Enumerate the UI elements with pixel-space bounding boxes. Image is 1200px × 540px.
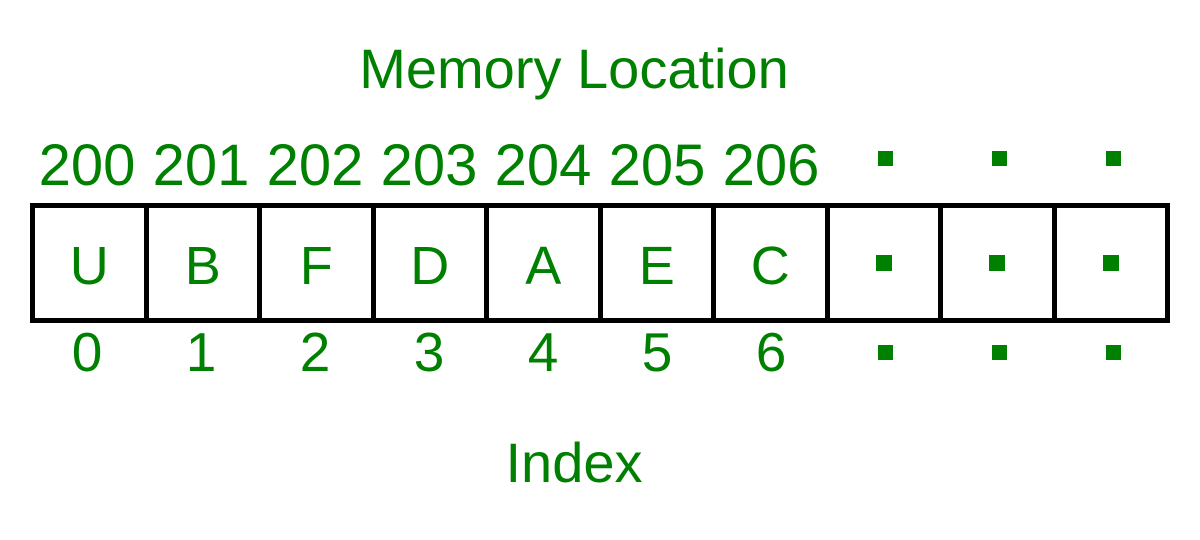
address-label: 205 (600, 137, 714, 195)
index-label: 5 (600, 321, 714, 383)
array-box: U B F D A E C (30, 203, 1170, 323)
ellipsis-dot-icon (991, 151, 1007, 166)
array-cell-ellipsis (824, 208, 939, 318)
ellipsis-dot-icon (1105, 344, 1121, 360)
address-label: 200 (30, 137, 144, 195)
cell-value: C (750, 235, 790, 296)
index-label: 3 (372, 321, 486, 383)
address-label: 202 (258, 137, 372, 195)
address-label: 206 (714, 137, 828, 195)
address-text: 201 (152, 133, 250, 198)
address-text: 202 (266, 133, 364, 198)
cell-value: B (184, 235, 221, 296)
index-ellipsis (1056, 327, 1170, 377)
address-ellipsis (1056, 137, 1170, 195)
array-cell: F (257, 208, 371, 318)
index-row: 0 1 2 3 4 5 6 (30, 321, 1170, 383)
cell-value: E (638, 235, 675, 296)
index-axis-label: Index (505, 431, 643, 494)
index-text: 6 (755, 321, 787, 383)
array-cell: C (711, 208, 825, 318)
cell-value: F (299, 235, 333, 296)
address-label: 204 (486, 137, 600, 195)
array-cell: D (370, 208, 485, 318)
index-label: 6 (714, 321, 828, 383)
array-cell: U (35, 208, 144, 318)
address-label: 201 (144, 137, 258, 195)
cell-value: A (525, 235, 562, 296)
address-row: 200 201 202 203 204 205 206 (30, 137, 1170, 195)
index-ellipsis (828, 327, 942, 377)
array-cell: E (597, 208, 712, 318)
address-ellipsis (942, 137, 1056, 195)
ellipsis-dot-icon (989, 255, 1006, 271)
index-text: 5 (641, 321, 673, 383)
array-cell: B (143, 208, 258, 318)
index-text: 2 (299, 321, 331, 383)
index-text: 0 (71, 321, 103, 383)
index-label: 4 (486, 321, 600, 383)
cell-value: U (69, 235, 109, 296)
index-text: 3 (413, 321, 445, 383)
ellipsis-dot-icon (1102, 255, 1119, 271)
address-label: 203 (372, 137, 486, 195)
array-cell-ellipsis (1051, 208, 1166, 318)
address-text: 206 (722, 133, 820, 198)
address-text: 200 (38, 133, 136, 198)
address-text: 205 (608, 133, 706, 198)
index-text: 1 (185, 321, 217, 383)
ellipsis-dot-icon (991, 344, 1007, 360)
address-text: 203 (380, 133, 478, 198)
ellipsis-dot-icon (875, 255, 892, 271)
ellipsis-dot-icon (877, 344, 893, 360)
ellipsis-dot-icon (1105, 151, 1121, 166)
address-ellipsis (828, 137, 942, 195)
diagram-title: Memory Location (359, 37, 789, 100)
index-label: 1 (144, 321, 258, 383)
array-cell-ellipsis (938, 208, 1052, 318)
array-cell: A (484, 208, 598, 318)
cell-value: D (410, 235, 450, 296)
index-text: 4 (527, 321, 559, 383)
index-label: 0 (30, 321, 144, 383)
address-text: 204 (494, 133, 592, 198)
ellipsis-dot-icon (877, 151, 893, 166)
index-label: 2 (258, 321, 372, 383)
index-ellipsis (942, 327, 1056, 377)
